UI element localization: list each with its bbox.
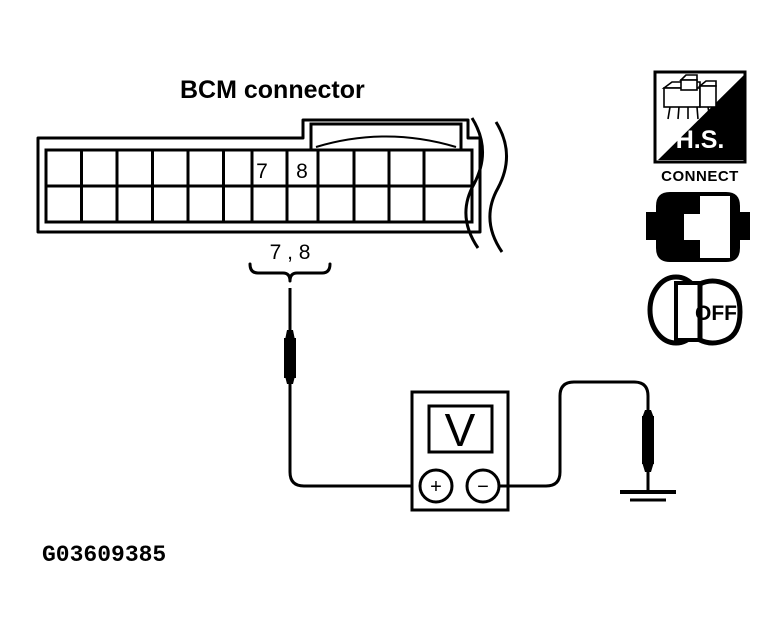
hs-badge-icon: H.S. — [653, 70, 747, 164]
grid-column-dividers — [80, 150, 426, 222]
connect-plug-cutout — [684, 196, 730, 258]
positive-lead-wire — [288, 382, 424, 488]
ignition-off-label: OFF — [695, 302, 737, 325]
positive-terminal-label: + — [430, 476, 442, 498]
figure-caption: G03609385 — [42, 542, 166, 568]
voltmeter: V + − — [410, 390, 510, 512]
voltmeter-display — [427, 404, 494, 454]
negative-probe — [499, 380, 654, 492]
positive-probe — [284, 288, 424, 488]
hs-badge-connector-drawing — [661, 74, 717, 120]
positive-probe-lower-taper — [285, 376, 295, 384]
connect-plug-icon — [646, 192, 750, 262]
page-title: BCM connector — [180, 76, 365, 104]
voltmeter-display-label: V — [445, 404, 476, 456]
pin-callout-group: 7 , 8 — [248, 241, 332, 283]
hs-badge-diagonal-fill — [658, 74, 745, 160]
negative-terminal-label: − — [477, 476, 489, 498]
ignition-off-icon: OFF — [647, 274, 743, 346]
chassis-ground-icon — [620, 490, 676, 502]
pin-callout-brace — [248, 262, 332, 283]
wavy-break-icon — [464, 117, 508, 253]
pin-callout-label: 7 , 8 — [270, 241, 311, 264]
connect-label: CONNECT — [661, 168, 739, 185]
positive-probe-taper — [285, 330, 295, 340]
connect-plug-right-nub — [738, 212, 750, 240]
negative-probe-handle — [642, 416, 654, 464]
connector-housing-outline — [36, 118, 482, 234]
positive-probe-handle — [284, 338, 296, 378]
hs-badge-label: H.S. — [676, 126, 725, 154]
latch-tab-arc — [315, 135, 457, 148]
bcm-connector: 7 8 — [36, 117, 508, 253]
voltmeter-positive-terminal — [418, 468, 454, 504]
pin-cell-8: 8 — [296, 160, 308, 183]
negative-probe-lower-taper — [642, 462, 654, 472]
pin-cell-7: 7 — [256, 160, 268, 183]
negative-lead-wire — [499, 380, 650, 488]
connect-plug-left-nub — [646, 212, 658, 240]
ignition-key-head — [697, 278, 743, 346]
